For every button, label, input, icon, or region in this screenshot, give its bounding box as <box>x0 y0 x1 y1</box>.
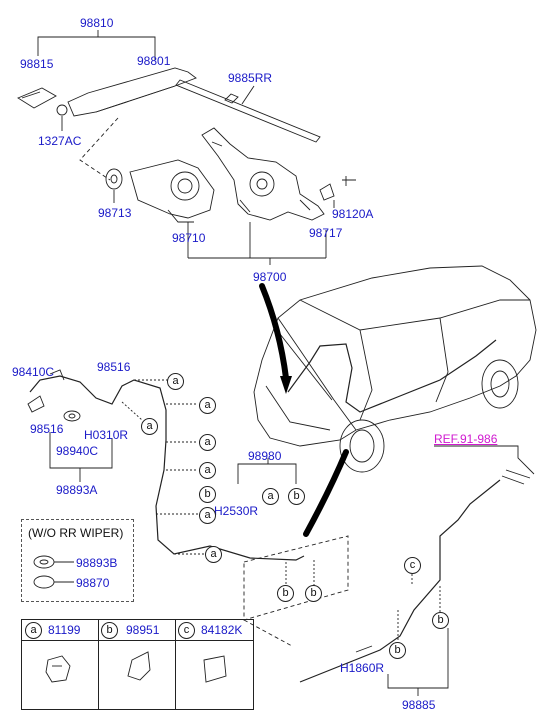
callout-c[interactable]: c <box>404 557 421 574</box>
legend-cell-a: a 81199 <box>22 620 99 709</box>
ref-link[interactable]: REF.91-986 <box>434 432 498 446</box>
callout-a[interactable]: a <box>205 546 222 563</box>
legend-code-98951: 98951 <box>126 623 160 637</box>
callout-a[interactable]: a <box>141 418 158 435</box>
legend-code-84182K: 84182K <box>201 623 243 637</box>
legend-code-81199: 81199 <box>48 623 81 637</box>
callout-a[interactable]: a <box>199 507 216 524</box>
label-98893B: 98893B <box>76 556 118 570</box>
label-98810: 98810 <box>80 16 114 30</box>
legend-table: a 81199 b 98951 c 84182K <box>21 619 254 710</box>
label-9885RR: 9885RR <box>228 71 273 85</box>
label-98801: 98801 <box>137 54 171 68</box>
legend-cell-c: c 84182K <box>175 620 253 709</box>
without-rear-wiper-box <box>21 519 134 602</box>
callout-b[interactable]: b <box>305 585 322 602</box>
label-98980: 98980 <box>248 449 282 463</box>
legend-letter-a: a <box>25 622 42 639</box>
legend-cell-b: b 98951 <box>98 620 176 709</box>
callout-b[interactable]: b <box>277 585 294 602</box>
label-98516-upper: 98516 <box>97 360 131 374</box>
without-rear-wiper-title: (W/O RR WIPER) <box>28 526 124 540</box>
label-H0310R: H0310R <box>84 428 129 442</box>
label-98516-lower: 98516 <box>30 422 64 436</box>
callout-b[interactable]: b <box>389 642 406 659</box>
callout-b[interactable]: b <box>199 486 216 503</box>
label-98713: 98713 <box>98 206 132 220</box>
callout-b[interactable]: b <box>288 488 305 505</box>
label-98893A: 98893A <box>56 483 98 497</box>
label-98700: 98700 <box>253 270 287 284</box>
callout-a[interactable]: a <box>199 397 216 414</box>
callout-a[interactable]: a <box>199 462 216 479</box>
legend-header-row <box>22 620 253 641</box>
legend-letter-c: c <box>178 622 195 639</box>
callout-a[interactable]: a <box>199 434 216 451</box>
callout-a[interactable]: a <box>262 488 279 505</box>
callout-a[interactable]: a <box>167 373 184 390</box>
label-1327AC: 1327AC <box>38 134 82 148</box>
label-98870: 98870 <box>76 576 110 590</box>
label-H1860R: H1860R <box>340 661 385 675</box>
callout-b[interactable]: b <box>432 612 449 629</box>
label-98710: 98710 <box>172 231 206 245</box>
label-98940C: 98940C <box>56 444 99 458</box>
label-98120A: 98120A <box>332 207 374 221</box>
label-98717: 98717 <box>309 226 343 240</box>
label-H2530R: H2530R <box>214 504 259 518</box>
label-98410C: 98410C <box>12 365 55 379</box>
label-98815: 98815 <box>20 57 54 71</box>
label-98885: 98885 <box>402 698 436 712</box>
legend-letter-b: b <box>101 622 118 639</box>
